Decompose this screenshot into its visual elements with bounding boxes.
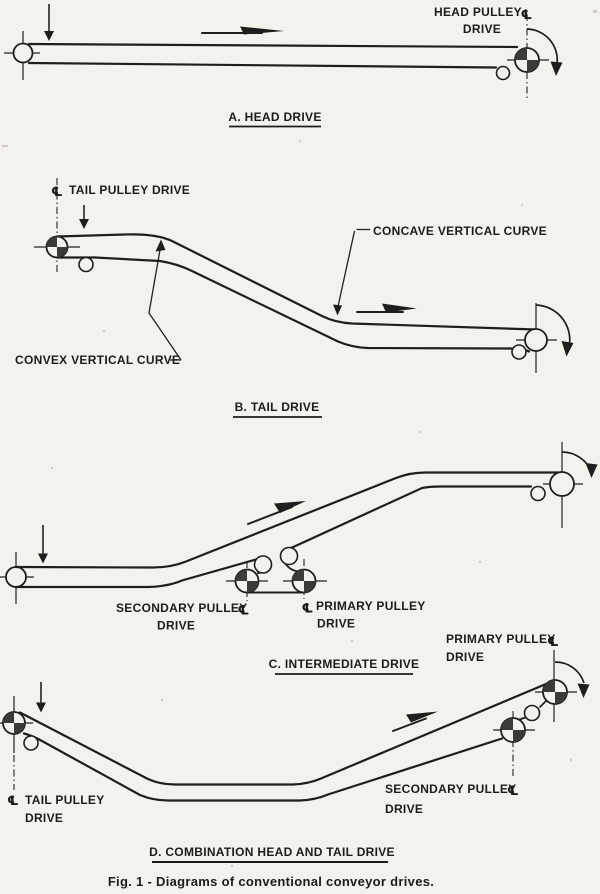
centerline-symbol: ℄ [51, 185, 63, 200]
belt-return-left [14, 558, 258, 589]
feed-arrow-icon [79, 205, 89, 229]
scan-noise [2, 10, 597, 868]
snub-pulley-icon [511, 344, 527, 360]
section-b-title: B. TAIL DRIVE [235, 400, 320, 414]
tail-pulley-label-line2: DRIVE [25, 811, 63, 825]
section-c-intermediate-drive: SECONDARY PULLEY ℄ DRIVE ℄ PRIMARY PULLE… [0, 442, 598, 675]
secondary-drive-pulley [234, 568, 260, 594]
centerline-symbol: ℄ [7, 794, 19, 809]
belt-direction-arrow-icon [247, 501, 306, 525]
tail-pulley [5, 566, 27, 588]
belt-bottom [55, 256, 531, 353]
head-pulley-label-line2: DRIVE [463, 22, 501, 36]
snub-pulley-icon [279, 546, 299, 566]
tail-drive-pulley [2, 711, 26, 735]
feed-arrow-icon [36, 682, 46, 713]
belt-return-right [288, 485, 533, 550]
head-drive-pulley [514, 47, 540, 73]
centerline-symbol: ℄ [302, 602, 314, 617]
belt-direction-arrow-icon [392, 711, 438, 732]
centerline-symbol: ℄ [507, 784, 519, 799]
tail-pulley [12, 42, 34, 64]
head-pulley [549, 471, 575, 497]
belt-top [55, 233, 538, 331]
convex-curve-label: CONVEX VERTICAL CURVE [15, 353, 180, 367]
secondary-drive-pulley [500, 717, 526, 743]
belt-wrap [538, 699, 548, 709]
primary-pulley-label-line2: DRIVE [446, 650, 484, 664]
feed-arrow-icon [38, 525, 48, 564]
secondary-pulley-label-line1: SECONDARY PULLEY [385, 782, 517, 796]
secondary-pulley-label-line2: DRIVE [157, 619, 195, 633]
section-d-combination-drive: PRIMARY PULLEY ℄ DRIVE [0, 632, 590, 863]
belt-direction-arrow-icon [356, 303, 417, 313]
secondary-pulley-label-line2: DRIVE [385, 802, 423, 816]
primary-drive-pulley [542, 679, 568, 705]
primary-pulley-label-line1: PRIMARY PULLEY [446, 632, 556, 646]
primary-drive-pulley [291, 568, 317, 594]
rotation-arrow-icon [554, 661, 590, 698]
centerline-symbol: ℄ [521, 8, 533, 23]
primary-pulley-label-line1: PRIMARY PULLEY [316, 599, 426, 613]
section-a-title: A. HEAD DRIVE [228, 110, 321, 124]
figure-caption: Fig. 1 - Diagrams of conventional convey… [108, 874, 434, 889]
section-a-head-drive: HEAD PULLEY ℄ DRIVE A. HEAD DRIVE [4, 4, 563, 128]
section-b-tail-drive: ℄ TAIL PULLEY DRIVE CONCAVE VERTICAL CUR… [15, 178, 574, 418]
belt-bottom [27, 61, 498, 69]
convex-leader-arrow [148, 239, 182, 361]
section-d-title: D. COMBINATION HEAD AND TAIL DRIVE [149, 845, 395, 859]
centerline-symbol: ℄ [547, 635, 559, 650]
belt-top [27, 42, 519, 49]
tail-drive-pulley [45, 235, 69, 259]
tail-pulley-label-line1: TAIL PULLEY [25, 793, 105, 807]
belt-direction-arrow-icon [201, 26, 284, 35]
feed-arrow-icon [44, 4, 54, 41]
secondary-pulley-label-line1: SECONDARY PULLEY [116, 601, 248, 615]
tail-pulley-drive-label: TAIL PULLEY DRIVE [69, 183, 190, 197]
belt-top [14, 471, 564, 569]
head-pulley [524, 328, 548, 352]
section-c-title: C. INTERMEDIATE DRIVE [269, 657, 420, 671]
belt-top [18, 682, 548, 786]
concave-leader-arrow [333, 228, 370, 316]
snub-pulley-icon [253, 555, 273, 574]
rotation-arrow-icon [561, 451, 598, 478]
snub-pulley-icon [523, 704, 541, 722]
rotation-arrow-icon [535, 304, 574, 357]
snub-pulley-icon [495, 65, 511, 81]
snub-pulley-icon [530, 485, 546, 502]
snub-pulley-icon [23, 735, 39, 751]
centerline-symbol: ℄ [238, 604, 250, 619]
head-pulley-label-line1: HEAD PULLEY [434, 5, 522, 19]
rotation-arrow-icon [526, 28, 563, 76]
primary-pulley-label-line2: DRIVE [317, 617, 355, 631]
snub-pulley-icon [78, 256, 94, 273]
concave-curve-label: CONCAVE VERTICAL CURVE [373, 224, 547, 238]
